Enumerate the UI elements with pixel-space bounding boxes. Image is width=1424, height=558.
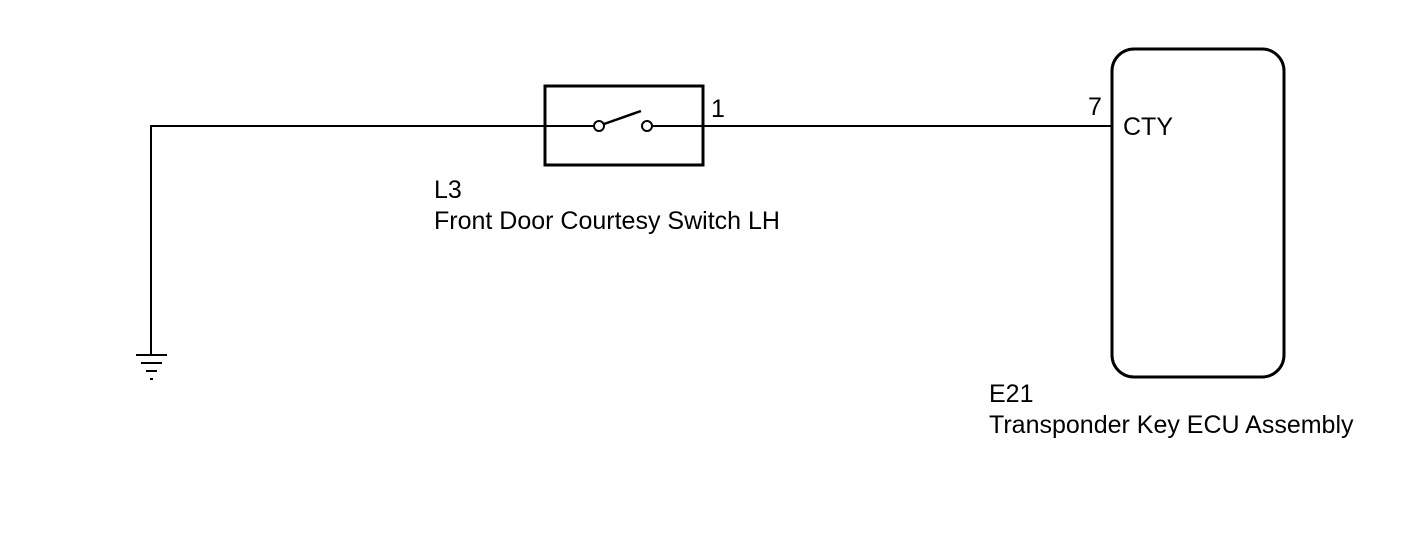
- ecu-pin-label: 7: [1088, 93, 1102, 121]
- courtesy-switch: [543, 84, 705, 167]
- switch-contact-right: [641, 120, 653, 132]
- switch-code-label: L3: [434, 176, 462, 204]
- ground-wire: [150, 125, 545, 355]
- ecu-name-label: Transponder Key ECU Assembly: [989, 411, 1354, 439]
- switch-contact-left: [593, 120, 605, 132]
- switch-pin-label: 1: [711, 95, 725, 123]
- switch-blade: [603, 109, 642, 126]
- switch-name-label: Front Door Courtesy Switch LH: [434, 207, 780, 235]
- ecu-terminal-label: CTY: [1123, 113, 1173, 141]
- ecu-body: [1110, 47, 1286, 379]
- ground-icon: [136, 354, 167, 380]
- ecu-code-label: E21: [989, 380, 1033, 408]
